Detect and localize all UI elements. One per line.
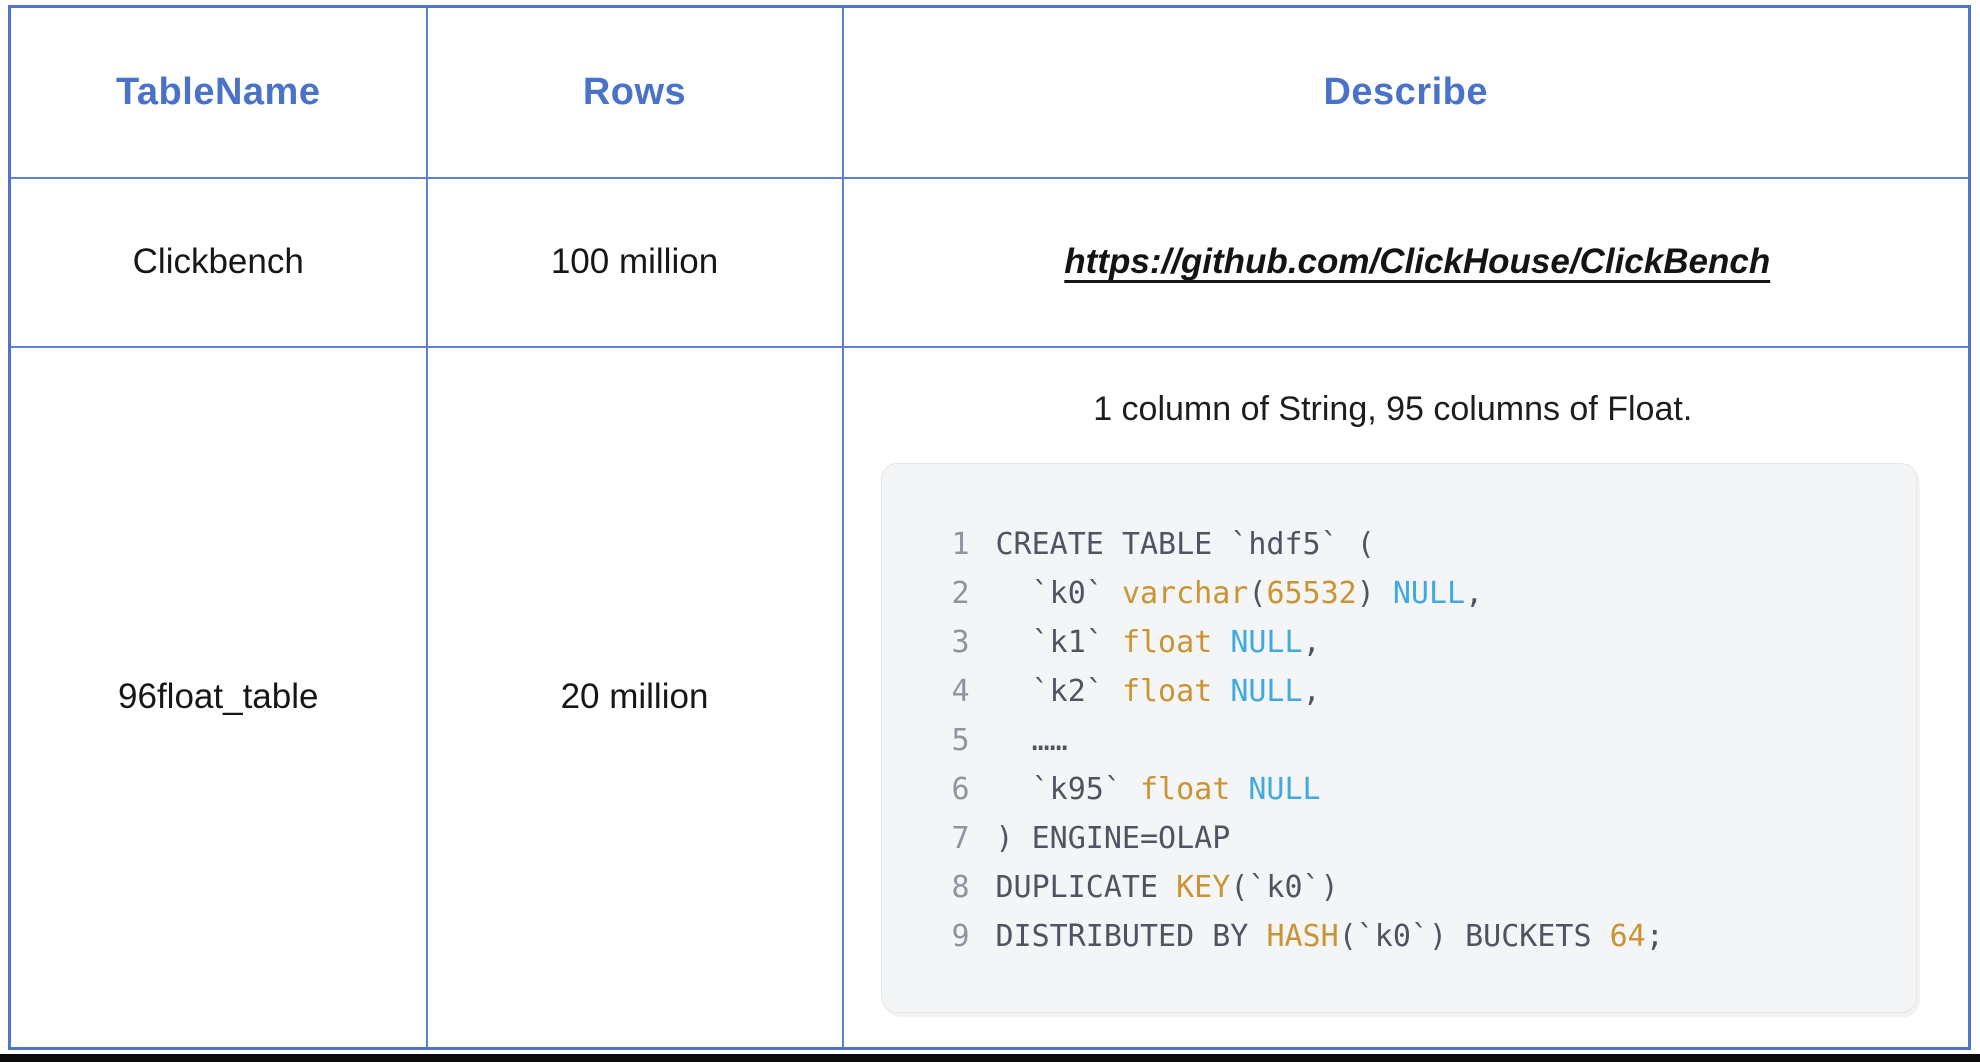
rows-cell-clickbench: 100 million [425,176,844,348]
code-line-number: 4 [951,674,970,710]
code-line-number: 8 [951,870,970,906]
code-line-text: `k0` varchar(65532) NULL, [995,576,1484,612]
code-line-text: DISTRIBUTED BY HASH(`k0`) BUCKETS 64; [995,919,1664,955]
column-header-tablename: TableName [8,5,428,179]
column-header-rows: Rows [425,5,844,179]
code-line-text: ) ENGINE=OLAP [995,821,1231,857]
describe-cell-96float: 1 column of String, 95 columns of Float.… [841,345,1971,1050]
rows-cell-96float: 20 million [425,345,844,1050]
code-line: 5 …… [938,716,1886,765]
code-line-text: `k2` float NULL, [995,674,1321,710]
code-line-number: 2 [951,576,970,612]
clickbench-github-link[interactable]: https://github.com/ClickHouse/ClickBench [1064,242,1771,281]
code-line-text: CREATE TABLE `hdf5` ( [995,527,1375,563]
code-line-text: …… [995,723,1068,759]
code-line-number: 1 [951,527,970,563]
table-row-clickbench: Clickbench 100 million https://github.co… [8,176,1971,348]
code-line-number: 7 [951,821,970,857]
code-line: 6 `k95` float NULL [938,765,1886,814]
code-line: 9 DISTRIBUTED BY HASH(`k0`) BUCKETS 64; [938,912,1886,961]
bottom-black-bar [0,1054,1980,1062]
table-row-96float: 96float_table 20 million 1 column of Str… [8,345,1971,1050]
code-line: 2 `k0` varchar(65532) NULL, [938,569,1886,618]
column-header-describe: Describe [841,5,1971,179]
code-line-text: `k1` float NULL, [995,625,1321,661]
code-line: 8 DUPLICATE KEY(`k0`) [938,863,1886,912]
code-line-text: DUPLICATE KEY(`k0`) [995,870,1339,906]
code-line: 7 ) ENGINE=OLAP [938,814,1886,863]
sql-code-block: 1 CREATE TABLE `hdf5` ( 2 `k0` varchar(655… [880,463,1917,1014]
tablename-cell-clickbench: Clickbench [8,176,428,348]
tablename-cell-96float: 96float_table [8,345,428,1050]
code-line: 3 `k1` float NULL, [938,618,1886,667]
tables-overview-table: TableName Rows Describe Clickbench 100 m… [8,5,1971,1050]
code-line-number: 3 [951,625,970,661]
code-line-number: 6 [951,772,970,808]
code-line-number: 9 [951,919,970,955]
code-line-text: `k95` float NULL [995,772,1321,808]
code-line-number: 5 [951,723,970,759]
code-line: 1 CREATE TABLE `hdf5` ( [938,520,1886,569]
table-header-row: TableName Rows Describe [8,5,1971,179]
code-line: 4 `k2` float NULL, [938,667,1886,716]
describe-text: 1 column of String, 95 columns of Float. [1093,390,1693,429]
describe-cell-clickbench: https://github.com/ClickHouse/ClickBench [841,176,1971,348]
